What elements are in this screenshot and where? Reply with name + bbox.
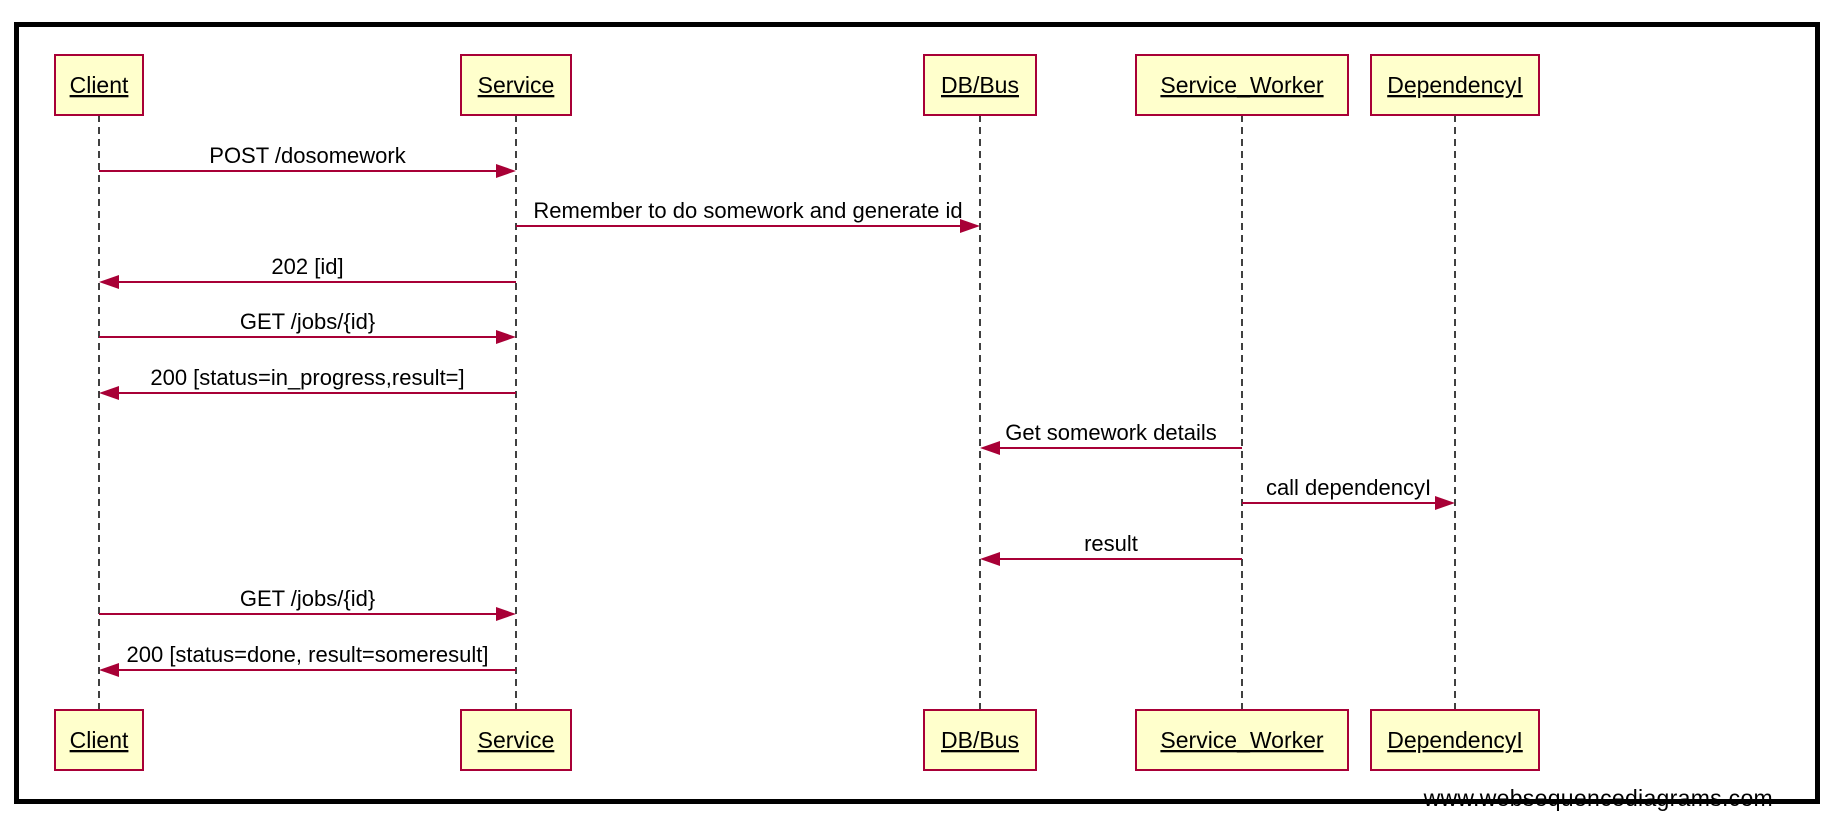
participant-box-rect [54, 709, 144, 771]
message-label: call dependencyI [1266, 475, 1431, 500]
lifelines-layer [98, 115, 1456, 710]
participant-box-rect [460, 54, 572, 116]
message-arrowhead [1435, 496, 1455, 510]
participant-label: Client [70, 72, 129, 98]
message-arrowhead [496, 330, 516, 344]
message-10: 200 [status=done, result=someresult] [99, 642, 516, 677]
participant-label: DB/Bus [941, 727, 1019, 753]
participants-layer: ClientClientServiceServiceDB/BusDB/BusSe… [54, 54, 1540, 771]
message-label: POST /dosomework [209, 143, 406, 168]
participant-box-rect [923, 709, 1037, 771]
participant-box-rect [54, 54, 144, 116]
message-1: POST /dosomework [99, 143, 516, 178]
participant-label: Client [70, 727, 129, 753]
message-2: Remember to do somework and generate id [516, 198, 980, 233]
message-7: call dependencyI [1242, 475, 1455, 510]
participant-client-top: Client [54, 54, 144, 116]
message-arrowhead [960, 219, 980, 233]
message-label: 200 [status=in_progress,result=] [150, 365, 464, 390]
participant-worker-bottom: Service_Worker [1135, 709, 1349, 771]
participant-box-rect [1370, 54, 1540, 116]
message-9: GET /jobs/{id} [99, 586, 516, 621]
message-arrowhead [496, 164, 516, 178]
participant-dependency-top: DependencyI [1370, 54, 1540, 116]
participant-dbbus-top: DB/Bus [923, 54, 1037, 116]
participant-box-rect [1370, 709, 1540, 771]
message-arrowhead [496, 607, 516, 621]
participant-label: Service_Worker [1160, 727, 1324, 753]
participant-label: DependencyI [1387, 727, 1523, 753]
message-label: GET /jobs/{id} [240, 309, 375, 334]
message-arrowhead [99, 386, 119, 400]
participant-service-top: Service [460, 54, 572, 116]
message-arrowhead [99, 663, 119, 677]
message-6: Get somework details [980, 420, 1242, 455]
participant-box-rect [923, 54, 1037, 116]
participant-box-rect [1135, 54, 1349, 116]
participant-label: DependencyI [1387, 72, 1523, 98]
participant-box-rect [460, 709, 572, 771]
participant-client-bottom: Client [54, 709, 144, 771]
message-arrowhead [99, 275, 119, 289]
message-label: result [1084, 531, 1138, 556]
message-4: GET /jobs/{id} [99, 309, 516, 344]
message-arrowhead [980, 552, 1000, 566]
participant-dbbus-bottom: DB/Bus [923, 709, 1037, 771]
message-label: 202 [id] [271, 254, 343, 279]
participant-label: Service_Worker [1160, 72, 1324, 98]
participant-worker-top: Service_Worker [1135, 54, 1349, 116]
watermark-text: www.websequencediagrams.com [1423, 785, 1773, 811]
message-label: 200 [status=done, result=someresult] [127, 642, 489, 667]
participant-dependency-bottom: DependencyI [1370, 709, 1540, 771]
participant-label: Service [478, 727, 555, 753]
message-8: result [980, 531, 1242, 566]
participant-box-rect [1135, 709, 1349, 771]
message-arrowhead [980, 441, 1000, 455]
participant-service-bottom: Service [460, 709, 572, 771]
participant-label: Service [478, 72, 555, 98]
message-3: 202 [id] [99, 254, 516, 289]
message-label: Get somework details [1005, 420, 1217, 445]
message-label: Remember to do somework and generate id [533, 198, 962, 223]
participant-label: DB/Bus [941, 72, 1019, 98]
message-label: GET /jobs/{id} [240, 586, 375, 611]
message-5: 200 [status=in_progress,result=] [99, 365, 516, 400]
